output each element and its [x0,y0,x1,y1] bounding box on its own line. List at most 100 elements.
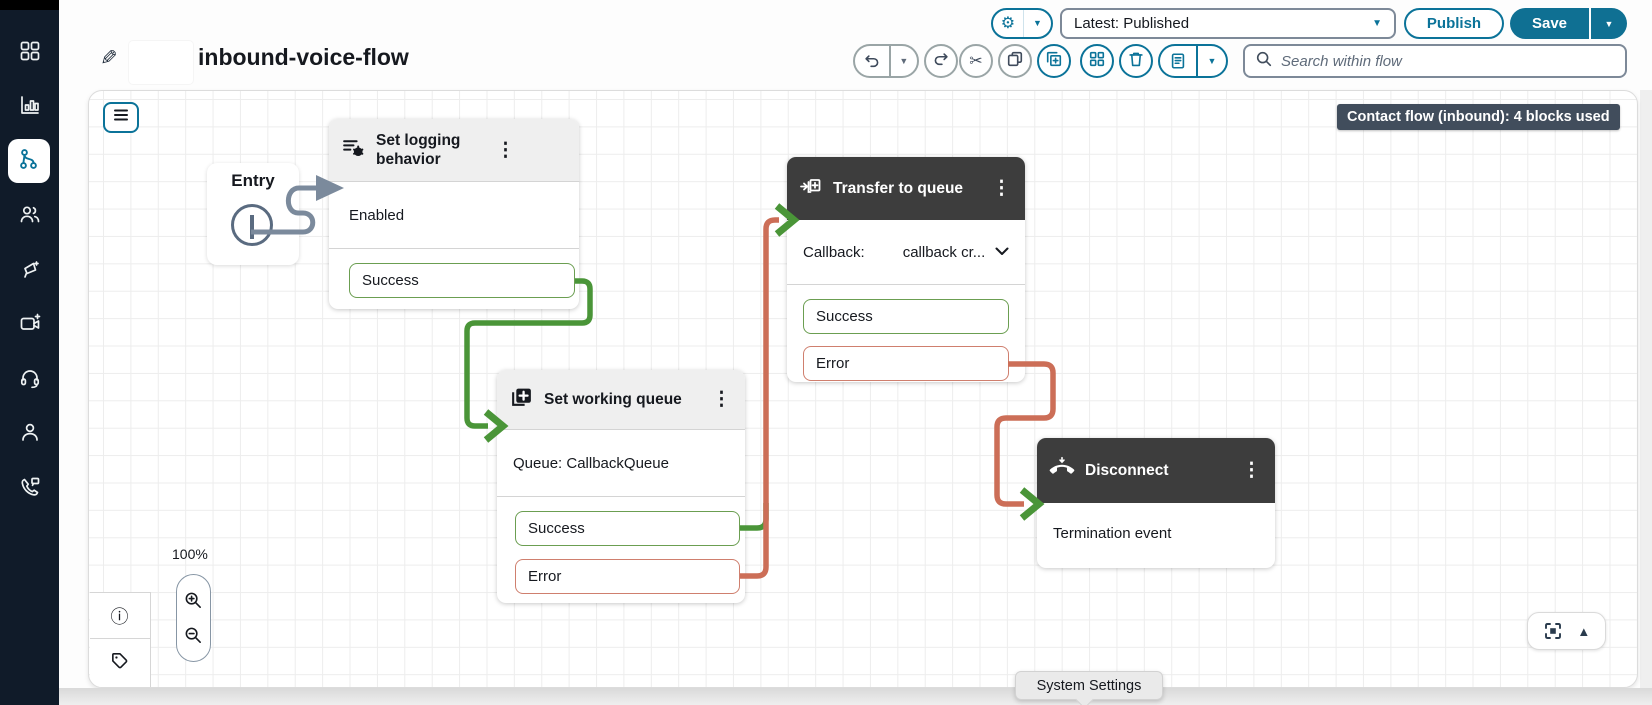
version-selector[interactable]: Latest: Published ▼ [1060,8,1396,39]
output-success[interactable]: Success [803,299,1009,334]
save-button[interactable]: Save [1510,8,1589,39]
block-set-logging-behavior[interactable]: Set logging behavior ⋮ Enabled Success [329,119,579,309]
output-success[interactable]: Success [349,263,575,298]
bar-chart-icon [18,93,42,122]
duplicate-plus-icon [1045,50,1063,73]
system-settings-tooltip: System Settings [1015,671,1163,705]
canvas-right-margin [1640,90,1652,688]
block-kebab-menu[interactable]: ⋮ [712,389,731,410]
entry-port-icon[interactable] [231,204,273,246]
flow-info-button[interactable]: ⓘ [89,592,151,638]
disconnect-icon [1049,455,1075,486]
undo-split-button[interactable]: ▼ [853,44,919,78]
publish-button[interactable]: Publish [1404,8,1504,39]
hamburger-icon [113,108,129,127]
block-title: Set logging behavior [376,131,461,168]
block-kebab-menu[interactable]: ⋮ [992,178,1011,199]
notes-icon[interactable] [1160,46,1196,76]
entry-label: Entry [231,171,275,190]
trash-icon [1127,50,1145,73]
paste-new-block-button[interactable] [1037,44,1071,78]
version-selector-value: Latest: Published [1074,15,1190,32]
gear-icon[interactable]: ⚙ [1000,15,1016,32]
gear-dropdown-icon[interactable]: ▼ [1022,10,1051,37]
output-error[interactable]: Error [803,346,1009,381]
headset-icon [18,366,42,395]
termination-event-label: Termination event [1053,524,1172,542]
working-queue-icon [509,385,534,415]
search-icon [1255,50,1273,73]
block-transfer-to-queue[interactable]: Transfer to queue ⋮ Callback: callback c… [787,157,1025,382]
notes-dropdown-icon[interactable]: ▼ [1196,46,1226,76]
sidebar-item-flows-active[interactable] [8,139,50,183]
collapse-panel-button[interactable]: ▲ [1577,623,1591,639]
block-title: Transfer to queue [833,179,964,197]
person-icon [18,420,42,449]
save-dropdown-button[interactable]: ▼ [1591,8,1627,39]
block-title: Disconnect [1085,461,1169,479]
output-success[interactable]: Success [515,511,740,546]
sidebar-item-campaigns[interactable] [17,258,43,284]
output-error[interactable]: Error [515,559,740,594]
undo-dropdown-icon[interactable]: ▼ [888,46,917,76]
video-plus-icon [18,311,42,340]
zoom-out-button[interactable] [184,626,203,645]
callback-value: callback cr... [902,243,986,261]
redo-button[interactable] [924,44,958,78]
flow-tags-button[interactable] [89,638,151,687]
zoom-in-button[interactable] [184,591,203,610]
callback-label: Callback: [803,243,865,261]
app-sidebar [0,0,59,705]
edit-title-pencil-icon[interactable]: ✎ [100,47,118,70]
grid-icon [1088,50,1106,73]
redo-icon [932,50,950,73]
copy-button[interactable] [998,44,1032,78]
sidebar-item-calls[interactable] [17,476,43,502]
blocks-used-badge: Contact flow (inbound): 4 blocks used [1337,104,1620,130]
zoom-controls [176,574,211,662]
sidebar-item-home[interactable] [17,40,43,66]
phone-chat-icon [18,475,42,504]
block-entry[interactable]: Entry [207,163,299,265]
info-icon: ⓘ [110,606,129,627]
transfer-queue-icon [799,174,823,203]
arrange-blocks-button[interactable] [1080,44,1114,78]
output-label: Error [528,568,562,585]
canvas-bottom-band [59,688,1652,705]
output-label: Success [816,308,873,325]
queue-value: Queue: CallbackQueue [513,454,669,472]
sidebar-item-analytics[interactable] [17,94,43,120]
scissors-icon: ✂ [969,53,983,70]
output-label: Success [362,272,419,289]
block-set-working-queue[interactable]: Set working queue ⋮ Queue: CallbackQueue… [497,370,745,603]
zoom-level: 100% [172,546,208,562]
callback-chevron-down-icon[interactable] [995,243,1009,261]
sidebar-top-cap [0,0,59,10]
flow-settings-split-button[interactable]: ⚙ ▼ [991,8,1053,39]
canvas-view-controls: ▲ [1527,612,1606,650]
sidebar-item-meetings[interactable] [17,312,43,338]
output-label: Success [528,520,585,537]
sidebar-item-agent-workspace[interactable] [17,367,43,393]
users-icon [18,202,42,231]
annotations-split-button[interactable]: ▼ [1158,44,1228,78]
sidebar-item-profile[interactable] [17,421,43,447]
cut-button[interactable]: ✂ [959,44,993,78]
flows-icon [17,147,41,176]
fit-to-view-button[interactable] [1543,621,1563,641]
title-thumbnail-box [129,41,193,84]
search-input[interactable] [1281,52,1615,70]
delete-button[interactable] [1119,44,1153,78]
copy-icon [1006,50,1024,73]
flow-search[interactable] [1243,44,1627,78]
undo-icon[interactable] [855,46,889,76]
block-disconnect[interactable]: Disconnect ⋮ Termination event [1037,438,1275,568]
block-kebab-menu[interactable]: ⋮ [496,139,515,161]
logging-state: Enabled [349,206,405,224]
megaphone-icon [18,257,42,286]
sidebar-item-users[interactable] [17,203,43,229]
block-kebab-menu[interactable]: ⋮ [1242,460,1261,481]
canvas-menu-button[interactable] [103,102,139,133]
block-title: Set working queue [544,390,682,408]
